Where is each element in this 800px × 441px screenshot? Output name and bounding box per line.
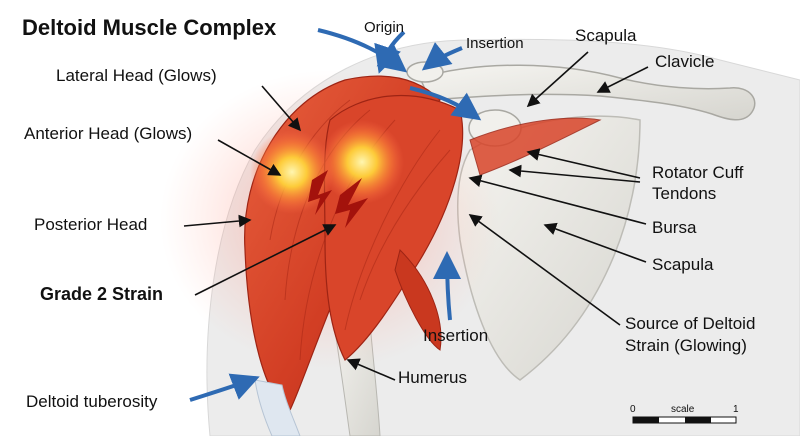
label-source-1: Source of Deltoid [625, 314, 756, 333]
label-bursa: Bursa [652, 218, 697, 237]
rotator-cuff-muscle [469, 117, 602, 176]
label-scapula-top: Scapula [575, 26, 637, 45]
label-insertion-top: Insertion [466, 35, 524, 52]
scale-min: 0 [630, 404, 636, 415]
label-anterior-head: Anterior Head (Glows) [24, 124, 193, 143]
label-posterior-head: Posterior Head [34, 215, 148, 234]
label-humerus: Humerus [398, 368, 467, 387]
label-lateral-head: Lateral Head (Glows) [56, 66, 217, 85]
scale-max: 1 [733, 404, 739, 415]
lateral-glow [320, 120, 404, 204]
label-grade2-strain: Grade 2 Strain [40, 284, 164, 304]
label-deltoid-tuberosity: Deltoid tuberosity [26, 392, 158, 411]
clavicle-bone [418, 64, 756, 121]
label-insertion-bottom: Insertion [423, 326, 489, 345]
lower-arm-muscle [394, 249, 442, 351]
label-clavicle: Clavicle [655, 52, 715, 71]
acromion [406, 61, 444, 83]
diagram-title: Deltoid Muscle Complex [22, 15, 277, 40]
strain-tear-marks [308, 170, 368, 228]
scale-label: scale [671, 404, 695, 415]
label-rotator-cuff-2: Tendons [652, 184, 717, 203]
label-rotator-cuff-1: Rotator Cuff [652, 163, 744, 182]
label-scapula-bottom: Scapula [652, 255, 714, 274]
blue-arrows [189, 28, 482, 402]
leader-lines [183, 51, 649, 381]
label-origin: Origin [364, 19, 405, 36]
scale-bar [632, 416, 737, 424]
label-source-2: Strain (Glowing) [625, 336, 747, 355]
